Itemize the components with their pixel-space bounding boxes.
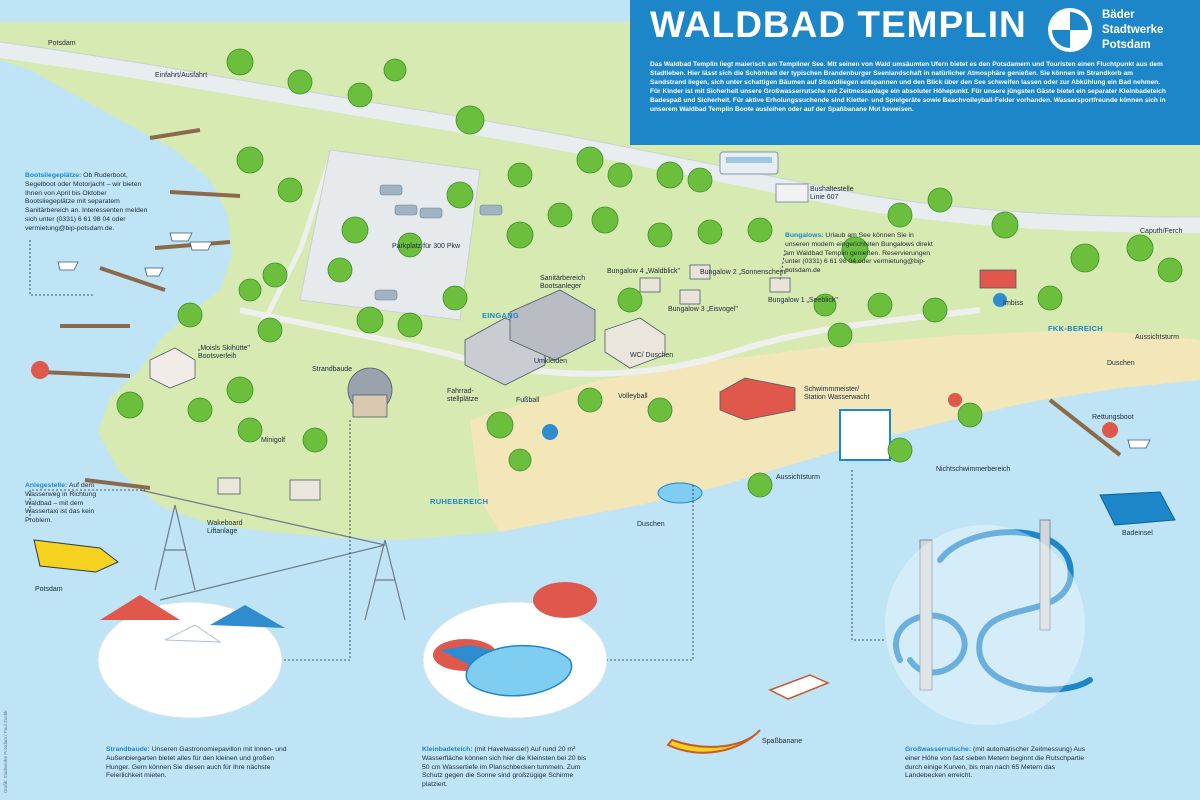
label-bungalow-2: Bungalow 2 „Sonnenschein" xyxy=(700,269,788,276)
info-strandbaude-text: Unseren Gastronomiepavillon mit Innen- u… xyxy=(106,746,287,780)
info-strandbaude: Strandbaude: Unseren Gastronomiepavillon… xyxy=(106,746,296,781)
label-spassbanane: Spaßbanane xyxy=(762,738,803,745)
label-imbiss: Imbiss xyxy=(1003,300,1024,307)
strandbaude-detail xyxy=(97,601,283,719)
info-rutsche-text: (mit automatischer Zeitmessung) Aus eine… xyxy=(905,746,1086,780)
info-bootsliegeplaetze-text: Ob Ruderboot, Segelboot oder Motorjacht … xyxy=(25,172,148,232)
label-potsdam-top: Potsdam xyxy=(48,40,76,47)
label-potsdam-bottom: Potsdam xyxy=(35,586,63,593)
info-bungalows-heading: Bungalows: xyxy=(785,232,824,239)
logo-line-2: Stadtwerke xyxy=(1102,24,1164,36)
logo-line-3: Potsdam xyxy=(1102,39,1151,51)
spassbanane xyxy=(666,729,761,754)
label-ruhebereich: RUHEBEREICH xyxy=(430,497,489,506)
logo-line-1: Bäder xyxy=(1102,9,1135,21)
info-rutsche-heading: Großwasserrutsche: xyxy=(905,746,972,753)
label-minigolf: Minigolf xyxy=(261,437,286,444)
info-strandbaude-heading: Strandbaude: xyxy=(106,746,150,753)
info-rutsche: Großwasserrutsche: (mit automatischer Ze… xyxy=(905,746,1095,781)
header-panel xyxy=(630,0,1200,145)
info-bungalows: Bungalows: Urlaub am See können Sie in u… xyxy=(785,232,935,276)
image-credit: Grafik: Stadtwerke Potsdam / Paul Zuehk xyxy=(3,710,8,793)
beach-area xyxy=(470,330,1200,532)
label-bushaltestelle: Bushaltestelle Linie 607 xyxy=(810,186,854,202)
rutsche-detail xyxy=(885,525,1085,725)
label-badeinsel: Badeinsel xyxy=(1122,530,1153,537)
slide-tower xyxy=(893,529,1093,693)
info-anlegestelle: Anlegestelle: Auf dem Wasserweg in Richt… xyxy=(25,482,103,526)
label-moisls: „Moisls Skihütte" Bootsverleih xyxy=(198,345,250,361)
label-fahrrad: Fahrrad- stellplätze xyxy=(447,388,479,404)
info-bungalows-text: Urlaub am See können Sie in unseren mode… xyxy=(785,232,933,275)
logo-icon xyxy=(1048,8,1092,52)
label-bungalow-4: Bungalow 4 „Waldblick" xyxy=(607,268,681,275)
info-kleinbadeteich-text: (mit Havelwasser) Auf rund 20 m² Wasserf… xyxy=(422,746,587,789)
boat-piers xyxy=(39,128,1122,490)
label-sanitaer: Sanitärbereich Bootsanleger xyxy=(540,275,586,291)
badeinsel xyxy=(1099,491,1176,526)
label-volleyball: Volleyball xyxy=(618,393,648,400)
info-anlegestelle-heading: Anlegestelle: xyxy=(25,482,68,489)
info-bootsliegeplaetze: Bootsliegeplätze: Ob Ruderboot, Segelboo… xyxy=(25,172,155,234)
label-strandbaude: Strandbaude xyxy=(312,366,353,373)
label-wc: WC/ Duschen xyxy=(630,352,674,359)
label-umkleiden: Umkleiden xyxy=(534,358,568,365)
label-nichtschwimmer: Nichtschwimmerbereich xyxy=(936,466,1011,473)
info-bootsliegeplaetze-heading: Bootsliegeplätze: xyxy=(25,172,82,179)
label-duschen-mid: Duschen xyxy=(637,521,665,528)
trees xyxy=(116,48,1183,498)
info-anlegestelle-text: Auf dem Wasserweg in Richtung Waldbad – … xyxy=(25,482,97,525)
intro-text: Das Waldbad Templin liegt malerisch am T… xyxy=(650,61,1166,114)
label-schwimmmeister: Schwimmmeister/ Station Wasserwacht xyxy=(804,386,870,402)
umbrellas xyxy=(100,582,597,671)
label-caputh: Caputh/Ferch xyxy=(1140,228,1183,235)
info-kleinbadeteich: Kleinbadeteich: (mit Havelwasser) Auf ru… xyxy=(422,746,592,790)
label-einfahrt: Einfahrt/Ausfahrt xyxy=(155,72,208,79)
info-kleinbadeteich-heading: Kleinbadeteich: xyxy=(422,746,473,753)
page-title: WALDBAD TEMPLIN xyxy=(650,4,1027,45)
label-bungalow-3: Bungalow 3 „Eisvogel" xyxy=(668,306,738,313)
wassertaxi xyxy=(33,539,119,573)
label-eingang: EINGANG xyxy=(482,311,520,320)
label-aussichtsturm-mid: Aussichtsturm xyxy=(776,474,820,481)
label-bungalow-1: Bungalow 1 „Seeblick" xyxy=(768,297,838,304)
company-logo: Bäder Stadtwerke Potsdam xyxy=(1046,6,1196,58)
label-wakeboard: Wakeboard Liftanlage xyxy=(207,520,243,536)
label-parkplatz: Parkplatz für 300 Pkw xyxy=(392,243,461,250)
label-rettungsboot: Rettungsboot xyxy=(1092,414,1134,421)
wakeboard-lift xyxy=(139,489,406,621)
label-duschen-right: Duschen xyxy=(1107,360,1135,367)
label-fussball: Fußball xyxy=(516,397,540,404)
buildings xyxy=(149,264,1017,501)
label-fkk: FKK-BEREICH xyxy=(1048,324,1103,333)
label-aussichtsturm-right: Aussichtsturm xyxy=(1135,334,1179,341)
